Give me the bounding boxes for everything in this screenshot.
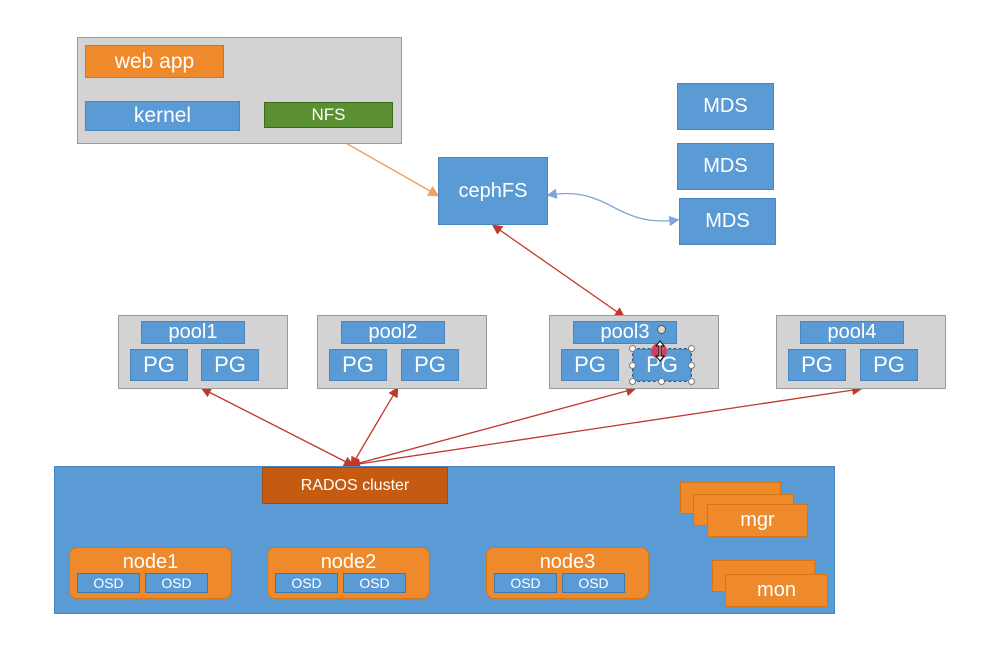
pool2-pg-1[interactable]: PG [329,349,387,381]
pool3-pg-1[interactable]: PG [561,349,619,381]
pool4-label[interactable]: pool4 [800,321,904,344]
node1-label: node1 [122,551,179,573]
mds-box-3[interactable]: MDS [679,198,776,245]
pool4-pg-1[interactable]: PG [788,349,846,381]
node3-label: node3 [539,551,596,573]
arrow-rados-pool1[interactable] [200,387,355,467]
resize-cursor-icon [655,340,665,362]
resize-handle-se[interactable] [688,378,695,385]
rotate-handle-icon[interactable] [657,325,666,334]
arrow-cephfs-mds[interactable] [546,188,680,227]
node1-osd-2[interactable]: OSD [145,573,208,593]
arrow-rados-pool2[interactable] [350,386,399,468]
pool1-pg-2[interactable]: PG [201,349,259,381]
resize-handle-nw[interactable] [629,345,636,352]
resize-handle-e[interactable] [688,362,695,369]
pool3-label[interactable]: pool3 [573,321,677,344]
web-app-box[interactable]: web app [85,45,224,78]
node3-osd-1[interactable]: OSD [494,573,557,593]
resize-handle-sw[interactable] [629,378,636,385]
node2-label: node2 [320,551,377,573]
kernel-box[interactable]: kernel [85,101,240,131]
node1-osd-1[interactable]: OSD [77,573,140,593]
resize-handle-s[interactable] [658,378,665,385]
mgr-box[interactable]: mgr [707,504,808,537]
node2-osd-2[interactable]: OSD [343,573,406,593]
pool4-pg-2[interactable]: PG [860,349,918,381]
resize-handle-w[interactable] [629,362,636,369]
pool2-label[interactable]: pool2 [341,321,445,344]
pool1-pg-1[interactable]: PG [130,349,188,381]
pool2-pg-2[interactable]: PG [401,349,459,381]
cephfs-box[interactable]: cephFS [438,157,548,225]
arrow-cephfs-pool3[interactable] [491,224,626,318]
mon-box[interactable]: mon [725,574,828,607]
node2-osd-1[interactable]: OSD [275,573,338,593]
pool1-label[interactable]: pool1 [141,321,245,344]
resize-handle-ne[interactable] [688,345,695,352]
mds-box-2[interactable]: MDS [677,143,774,190]
nfs-box[interactable]: NFS [264,102,393,128]
mds-box-1[interactable]: MDS [677,83,774,130]
node3-osd-2[interactable]: OSD [562,573,625,593]
arrow-rados-pool4[interactable] [349,385,863,469]
arrow-rados-pool3[interactable] [349,386,637,468]
rados-cluster-label[interactable]: RADOS cluster [262,467,448,504]
